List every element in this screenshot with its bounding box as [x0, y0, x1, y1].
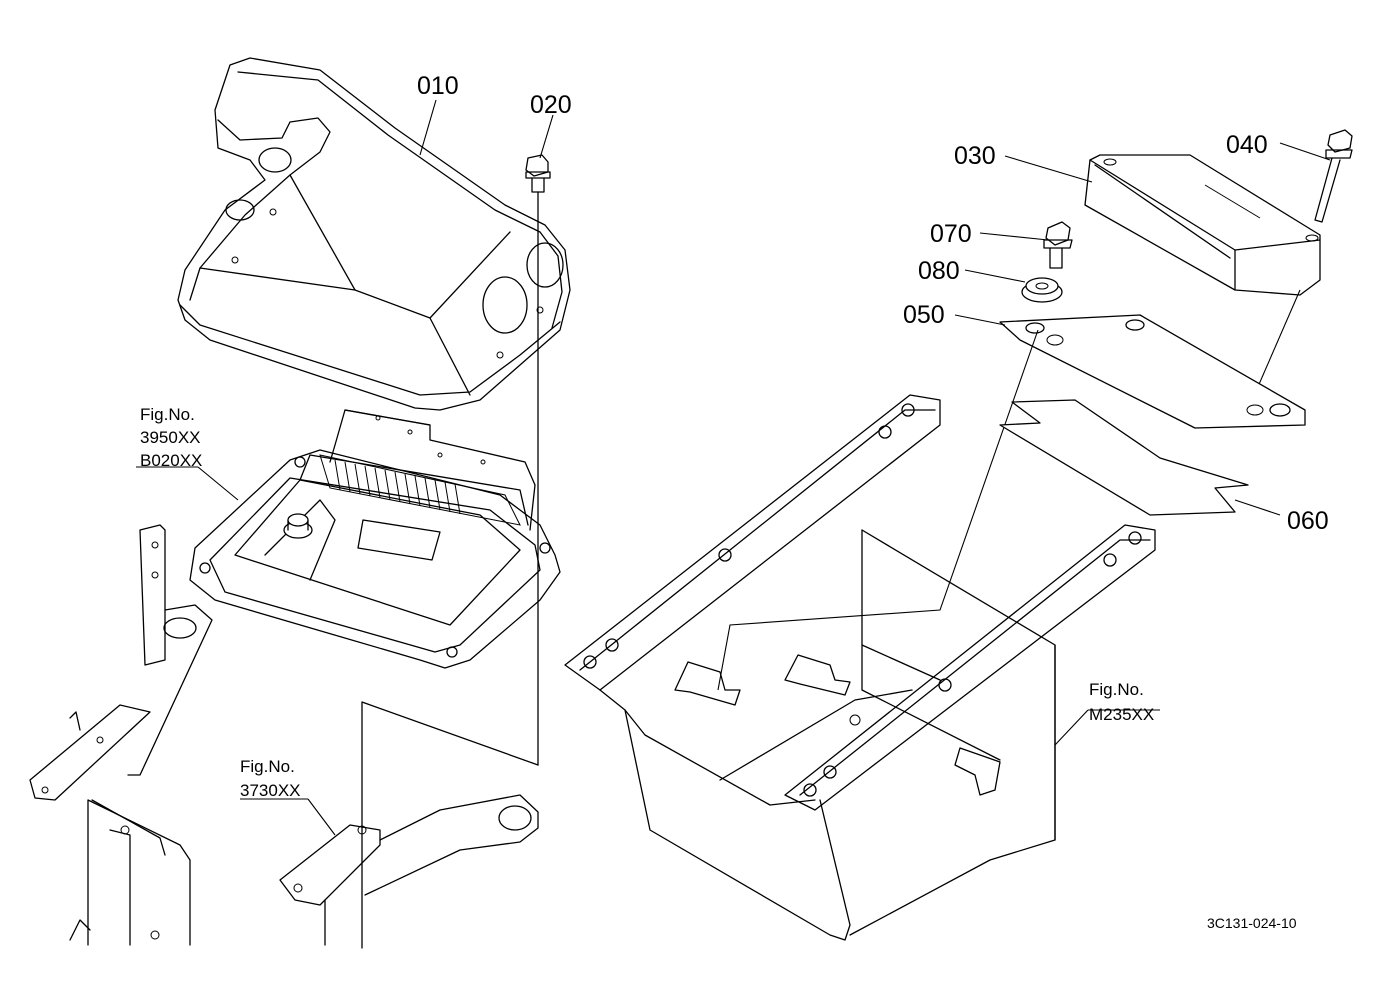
bolt-020-drawing — [525, 154, 551, 766]
washer-080-drawing — [1021, 277, 1063, 303]
cover-010-drawing — [177, 57, 571, 411]
left-frame-drawing — [29, 524, 213, 946]
figure-ref-number: B020XX — [140, 451, 202, 470]
part-number-020: 020 — [530, 91, 572, 119]
figure-ref-m235: Fig.No. M235XX — [1089, 680, 1154, 724]
bolt-070-drawing — [1043, 221, 1073, 269]
figure-ref-prefix: Fig.No. — [140, 405, 195, 424]
heatsink-fins — [334, 459, 461, 515]
figure-ref-number: 3730XX — [240, 781, 301, 800]
figure-ref-3730: Fig.No. 3730XX — [240, 757, 301, 800]
figure-ref-number: 3950XX — [140, 428, 201, 447]
mounting-frame-drawing — [564, 394, 1156, 941]
part-number-040: 040 — [1226, 131, 1268, 159]
center-bracket-drawing — [279, 701, 539, 949]
part-number-050: 050 — [903, 301, 945, 329]
leader-lines — [136, 99, 1331, 836]
sheet-060-drawing — [999, 399, 1249, 516]
part-number-080: 080 — [918, 257, 960, 285]
part-number-010: 010 — [417, 72, 459, 100]
controller-unit-drawing — [189, 409, 561, 669]
figure-ref-3950: Fig.No. 3950XX B020XX — [140, 405, 202, 470]
plate-050-drawing — [717, 314, 1306, 691]
figure-ref-prefix: Fig.No. — [1089, 680, 1144, 699]
cover-030-drawing — [1084, 154, 1321, 296]
part-number-070: 070 — [930, 220, 972, 248]
drawing-code: 3C131-024-10 — [1207, 915, 1297, 931]
figure-ref-number: M235XX — [1089, 705, 1154, 724]
figure-ref-prefix: Fig.No. — [240, 757, 295, 776]
part-number-060: 060 — [1287, 507, 1329, 535]
part-number-030: 030 — [954, 142, 996, 170]
